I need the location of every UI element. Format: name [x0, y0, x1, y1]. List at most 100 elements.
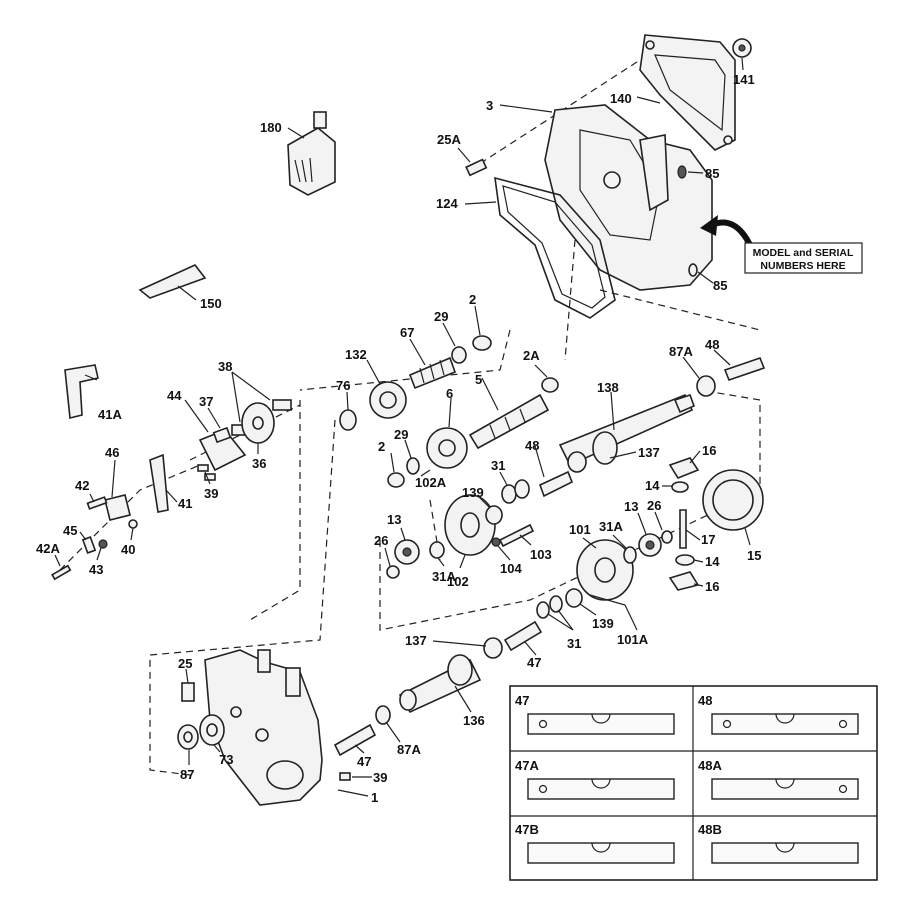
callout-labels: 180 150 3 140 141 25A 85 85 124 2 29 67 … [36, 72, 761, 805]
inset-47-shaft [527, 713, 675, 735]
washers-31-upper [501, 479, 530, 504]
callout-124: 124 [436, 196, 458, 211]
shaft-gear-67 [408, 356, 457, 390]
callout-73: 73 [219, 752, 233, 767]
callout-132: 132 [345, 347, 367, 362]
callout-37: 37 [199, 394, 213, 409]
callout-16-lower: 16 [705, 579, 719, 594]
callout-87: 87 [180, 767, 194, 782]
plate-46 [104, 494, 131, 521]
inset-label-47B: 47B [515, 822, 539, 837]
callout-16-upper: 16 [702, 443, 716, 458]
inset-47A-shaft [527, 778, 675, 800]
callout-38: 38 [218, 359, 232, 374]
bearing-139-lower [565, 588, 583, 608]
callout-39-lower: 39 [373, 770, 387, 785]
callout-36: 36 [252, 456, 266, 471]
transmission-case-3 [544, 104, 713, 291]
callout-140: 140 [610, 91, 632, 106]
block-16-upper [668, 457, 700, 479]
callout-5: 5 [475, 372, 482, 387]
washer-29-lower [406, 457, 420, 475]
ring-gear-15 [702, 469, 764, 531]
inset-48A-shaft [711, 778, 859, 800]
callout-41A: 41A [98, 407, 122, 422]
nut-43 [98, 539, 108, 549]
callout-104: 104 [500, 561, 522, 576]
axle-138 [558, 393, 694, 467]
pins-39-upper [197, 464, 216, 481]
callout-102A: 102A [415, 475, 447, 490]
pin-17 [679, 509, 687, 549]
bearing-2-upper [472, 335, 492, 351]
washer-31A-right [623, 546, 637, 564]
nut-104 [491, 537, 501, 547]
collar-87A-upper [696, 375, 716, 397]
callout-136: 136 [463, 713, 485, 728]
gear-6 [426, 427, 468, 469]
callout-2-lower: 2 [378, 439, 385, 454]
shaft-variants-inset: 47 48 47A 48A 47B 48B [509, 685, 878, 881]
washer-76 [339, 409, 357, 431]
callout-40: 40 [121, 542, 135, 557]
washer-26-left [386, 565, 400, 579]
callout-43: 43 [89, 562, 103, 577]
callout-48-upper: 48 [705, 337, 719, 352]
gear-13-left [394, 539, 420, 565]
callout-17: 17 [701, 532, 715, 547]
callout-139-upper: 139 [462, 485, 484, 500]
callout-87A-upper: 87A [669, 344, 693, 359]
shaft-47-left [333, 723, 377, 757]
model-note-line-1: MODEL and SERIAL [753, 247, 854, 259]
callout-42: 42 [75, 478, 89, 493]
bolt-25 [181, 682, 195, 702]
callout-85-bottom: 85 [713, 278, 727, 293]
callout-31A-right: 31A [599, 519, 623, 534]
cover-plate-140 [639, 34, 736, 151]
bearing-73 [199, 714, 225, 746]
callout-85-top: 85 [705, 166, 719, 181]
callout-87A-lower: 87A [397, 742, 421, 757]
callout-41: 41 [178, 496, 192, 511]
shaft-47-lower [503, 620, 543, 652]
callout-67: 67 [400, 325, 414, 340]
gear-case-1 [204, 649, 323, 806]
washer-40 [128, 519, 138, 529]
callout-25: 25 [178, 656, 192, 671]
callout-1: 1 [371, 790, 378, 805]
callout-137-lower: 137 [405, 633, 427, 648]
callout-26-right: 26 [647, 498, 661, 513]
inset-label-47A: 47A [515, 758, 539, 773]
bolt-103 [498, 523, 535, 548]
callout-3: 3 [486, 98, 493, 113]
plate-37 [212, 426, 232, 444]
bolt-25A [465, 158, 488, 177]
callout-180: 180 [260, 120, 282, 135]
callout-25A: 25A [437, 132, 461, 147]
gear-132 [369, 381, 407, 419]
hub-102A [444, 494, 496, 556]
sealant-tube-150 [138, 264, 207, 299]
arm-41 [149, 453, 169, 513]
seal-87 [177, 724, 199, 750]
bolt-42 [86, 496, 108, 510]
pins-85 [677, 165, 698, 277]
callout-39-upper: 39 [204, 486, 218, 501]
callout-139-lower: 139 [592, 616, 614, 631]
callout-138: 138 [597, 380, 619, 395]
bracket-41A [64, 364, 99, 419]
callout-137-upper: 137 [638, 445, 660, 460]
callout-47-left: 47 [357, 754, 371, 769]
bolt-42A [51, 564, 72, 581]
bearing-139-upper [485, 505, 503, 525]
callout-101: 101 [569, 522, 591, 537]
callout-47-center: 47 [527, 655, 541, 670]
callout-29-lower: 29 [394, 427, 408, 442]
callout-15: 15 [747, 548, 761, 563]
callout-31-lower: 31 [567, 636, 581, 651]
oil-bottle-180 [287, 111, 336, 196]
bushing-137-lower [483, 637, 503, 659]
washer-26-right [661, 530, 673, 544]
callout-42A: 42A [36, 541, 60, 556]
